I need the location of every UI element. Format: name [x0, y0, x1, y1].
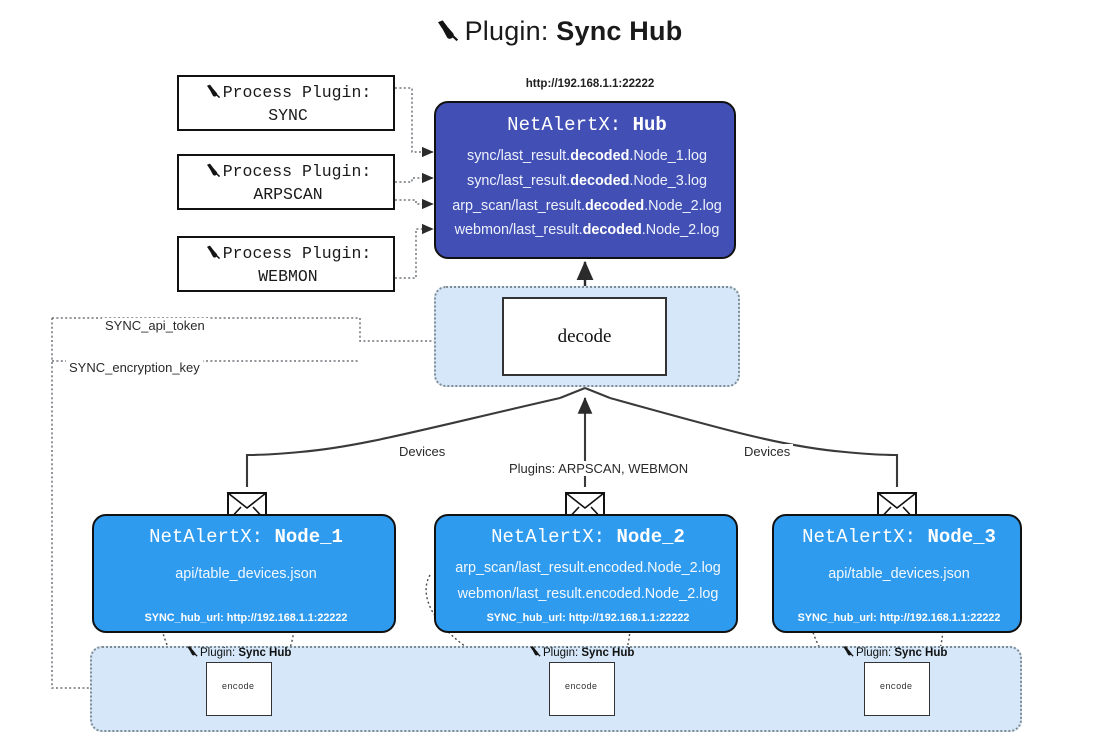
- hub-node[interactable]: NetAlertX: Hub sync/last_result.decoded.…: [434, 101, 736, 259]
- node-box-node-1[interactable]: NetAlertX: Node_1 api/table_devices.json…: [92, 514, 396, 633]
- node-box-node-2[interactable]: NetAlertX: Node_2 arp_scan/last_result.e…: [434, 514, 738, 633]
- encode-label: encode: [879, 682, 913, 692]
- edge-label-devices-left: Devices: [396, 444, 449, 459]
- plugin-caption: Plugin: Sync Hub: [529, 645, 634, 661]
- process-plugin-sync-label: Process Plugin:: [179, 83, 397, 105]
- edge-label-encryption-key: SYNC_encryption_key: [66, 360, 203, 375]
- title-name: Sync Hub: [556, 16, 683, 46]
- page-title: Plugin: Sync Hub: [0, 16, 1117, 51]
- process-plugin-label-text: Process Plugin:: [222, 162, 372, 181]
- hub-title-name: Hub: [632, 114, 667, 136]
- encode-box[interactable]: encode: [549, 662, 615, 716]
- encode-label: encode: [221, 682, 255, 692]
- hub-title-prefix: NetAlertX:: [507, 114, 622, 136]
- plugin-caption: Plugin: Sync Hub: [186, 645, 291, 661]
- encode-label: encode: [564, 682, 598, 692]
- edge-label-plugins: Plugins: ARPSCAN, WEBMON: [506, 461, 692, 476]
- node-artifact-line: arp_scan/last_result.encoded.Node_2.log: [455, 560, 721, 576]
- plug-icon: [435, 18, 461, 51]
- plug-icon: [529, 645, 542, 661]
- plug-icon: [205, 83, 222, 105]
- node-title: NetAlertX: Node_2: [491, 526, 685, 548]
- process-plugin-arpscan[interactable]: Process Plugin: ARPSCAN: [177, 154, 395, 210]
- hub-url-label: http://192.168.1.1:22222: [525, 78, 655, 90]
- hub-log-line: arp_scan/last_result.decoded.Node_2.log: [452, 198, 722, 214]
- edge-label-api-token: SYNC_api_token: [102, 318, 208, 333]
- decode-label: decode: [557, 326, 612, 347]
- decode-box[interactable]: decode: [502, 297, 667, 376]
- plug-icon: [205, 162, 222, 184]
- plugin-caption: Plugin: Sync Hub: [842, 645, 947, 661]
- title-prefix: Plugin:: [464, 16, 549, 46]
- process-plugin-webmon-label: Process Plugin:: [179, 244, 397, 266]
- node-artifact-line: api/table_devices.json: [828, 566, 970, 582]
- process-plugin-label-text: Process Plugin:: [222, 83, 372, 102]
- node-title: NetAlertX: Node_3: [802, 526, 996, 548]
- process-plugin-sync[interactable]: Process Plugin: SYNC: [177, 75, 395, 131]
- node-hub-url: SYNC_hub_url: http://192.168.1.1:22222: [486, 612, 690, 624]
- hub-title: NetAlertX: Hub: [436, 114, 738, 136]
- process-plugin-label-text: Process Plugin:: [222, 244, 372, 263]
- process-plugin-sync-name: SYNC: [268, 106, 308, 125]
- edge-label-devices-right: Devices: [741, 444, 794, 459]
- plug-icon: [205, 244, 222, 266]
- node-box-node-3[interactable]: NetAlertX: Node_3 api/table_devices.json…: [772, 514, 1022, 633]
- encode-box[interactable]: encode: [864, 662, 930, 716]
- node-artifact-line: webmon/last_result.encoded.Node_2.log: [457, 586, 719, 602]
- process-plugin-webmon[interactable]: Process Plugin: WEBMON: [177, 236, 395, 292]
- encode-box[interactable]: encode: [206, 662, 272, 716]
- node-title: NetAlertX: Node_1: [149, 526, 343, 548]
- plug-icon: [186, 645, 199, 661]
- node-hub-url: SYNC_hub_url: http://192.168.1.1:22222: [797, 612, 1001, 624]
- plug-icon: [842, 645, 855, 661]
- node-artifact-line: api/table_devices.json: [175, 566, 317, 582]
- hub-log-line: webmon/last_result.decoded.Node_2.log: [454, 222, 720, 238]
- hub-log-line: sync/last_result.decoded.Node_3.log: [467, 173, 707, 189]
- hub-log-line: sync/last_result.decoded.Node_1.log: [467, 148, 707, 164]
- process-plugin-arpscan-name: ARPSCAN: [253, 185, 323, 204]
- node-hub-url: SYNC_hub_url: http://192.168.1.1:22222: [144, 612, 348, 624]
- process-plugin-arpscan-label: Process Plugin:: [179, 162, 397, 184]
- process-plugin-webmon-name: WEBMON: [258, 267, 318, 286]
